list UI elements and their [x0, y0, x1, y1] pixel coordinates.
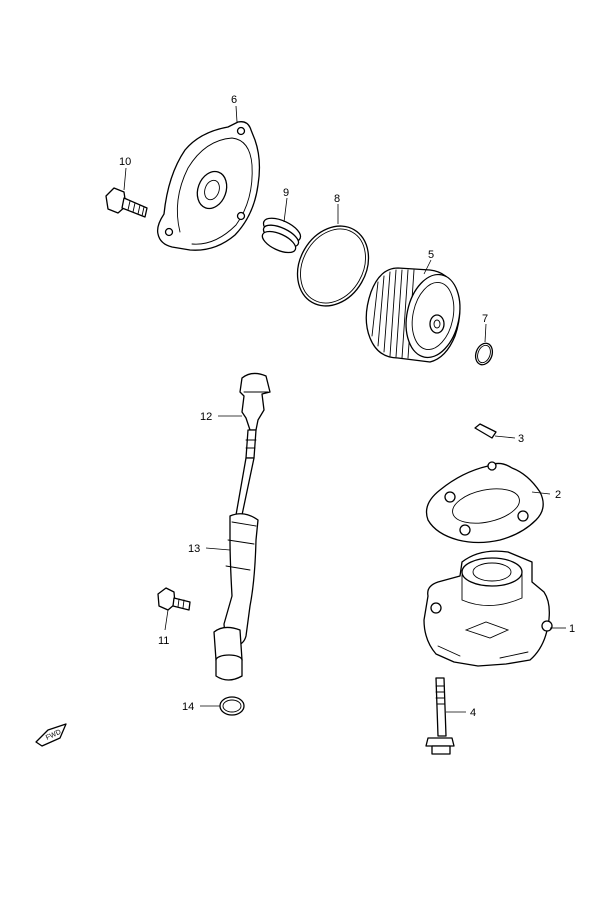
part-3-pin[interactable] — [474, 423, 497, 439]
part-12-pipe-fitting[interactable] — [239, 372, 271, 459]
part-6-cover-plate[interactable] — [156, 121, 261, 251]
callout-8: 8 — [334, 193, 340, 205]
part-8-o-ring[interactable] — [283, 213, 382, 319]
part-13-oil-pipe[interactable] — [213, 457, 259, 681]
part-7-small-o-ring[interactable] — [473, 341, 496, 367]
part-9-spring[interactable] — [259, 213, 304, 256]
callout-9: 9 — [283, 187, 289, 199]
part-11-bolt[interactable] — [157, 587, 191, 611]
callout-14: 14 — [182, 701, 194, 713]
part-4-long-bolt[interactable] — [425, 677, 455, 755]
callout-1: 1 — [569, 623, 575, 635]
part-2-gasket[interactable] — [425, 461, 544, 544]
fwd-arrow-icon: FWD — [35, 723, 67, 747]
callout-2: 2 — [555, 489, 561, 501]
callout-7: 7 — [482, 313, 488, 325]
callout-numbers: 6 10 9 8 5 7 12 13 11 14 3 2 1 4 — [119, 94, 575, 719]
part-14-o-ring[interactable] — [219, 696, 245, 716]
part-1-oil-pump[interactable] — [423, 550, 553, 667]
callout-6: 6 — [231, 94, 237, 106]
callout-3: 3 — [518, 433, 524, 445]
callout-12: 12 — [200, 411, 212, 423]
callout-10: 10 — [119, 156, 131, 168]
leader-lines — [123, 105, 566, 713]
callout-5: 5 — [428, 249, 434, 261]
part-10-bolt[interactable] — [105, 187, 148, 218]
callout-13: 13 — [188, 543, 200, 555]
callout-4: 4 — [470, 707, 476, 719]
callout-11: 11 — [158, 635, 169, 647]
part-5-oil-filter[interactable] — [365, 267, 467, 363]
